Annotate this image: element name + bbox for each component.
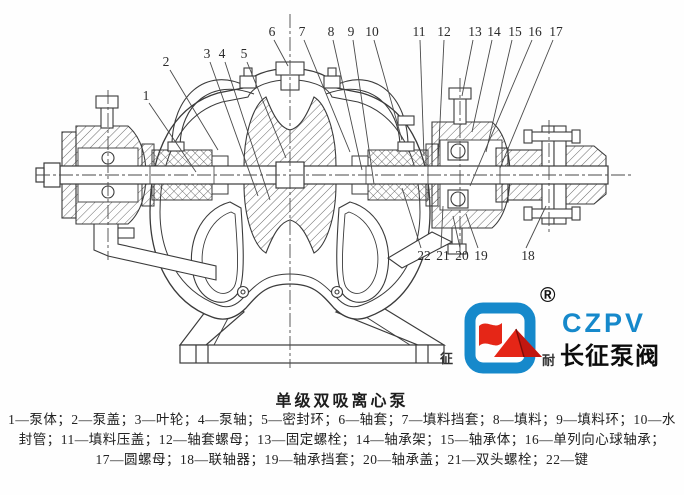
parts-legend: 1—泵体；2—泵盖；3—叶轮；4—泵轴；5—密封环；6—轴套；7—填料挡套；8—… bbox=[0, 410, 684, 470]
callout-13: 13 bbox=[468, 24, 482, 39]
callout-22: 22 bbox=[417, 248, 431, 263]
callout-16: 16 bbox=[528, 24, 542, 39]
callout-15: 15 bbox=[508, 24, 522, 39]
callout-3: 3 bbox=[204, 46, 211, 61]
callout-8: 8 bbox=[328, 24, 335, 39]
callout-1: 1 bbox=[143, 88, 150, 103]
registered-trademark-symbol: ® bbox=[540, 284, 556, 307]
brand-name: 长征泵阀 bbox=[560, 343, 660, 370]
figure-title: 单级双吸离心泵 bbox=[275, 393, 409, 410]
callout-11: 11 bbox=[413, 24, 426, 39]
legend-line-2: 封管；11—填料压盖；12—轴套螺母；13—固定螺栓；14—轴承架；15—轴承体… bbox=[18, 432, 666, 447]
centerlines bbox=[36, 14, 632, 368]
leader-lines bbox=[148, 39, 554, 249]
legend-line-1: 1—泵体；2—泵盖；3—叶轮；4—泵轴；5—密封环；6—轴套；7—填料挡套；8—… bbox=[8, 412, 676, 427]
callout-2: 2 bbox=[163, 54, 170, 69]
callout-21: 21 bbox=[436, 248, 450, 263]
stamp-character-left: 征 bbox=[440, 351, 454, 366]
stamp-character-right: 耐 bbox=[542, 353, 556, 368]
czpv-logo: ® CZPV 长征泵阀 征 耐 bbox=[438, 284, 678, 382]
callout-14: 14 bbox=[487, 24, 501, 39]
impeller bbox=[243, 96, 337, 254]
callout-18: 18 bbox=[521, 248, 535, 263]
callout-5: 5 bbox=[241, 46, 248, 61]
brand-acronym: CZPV bbox=[562, 308, 647, 338]
callout-20: 20 bbox=[455, 248, 469, 263]
callout-7: 7 bbox=[299, 24, 306, 39]
water-seal-pipes bbox=[167, 67, 415, 152]
callout-12: 12 bbox=[437, 24, 451, 39]
callout-17: 17 bbox=[549, 24, 563, 39]
callout-19: 19 bbox=[474, 248, 488, 263]
callout-9: 9 bbox=[348, 24, 355, 39]
callout-10: 10 bbox=[365, 24, 379, 39]
flag-icon bbox=[479, 323, 502, 346]
callout-numbers: 1 2 3 4 5 6 7 8 9 10 11 12 13 14 15 16 1… bbox=[143, 24, 563, 263]
czpv-logo-icon bbox=[464, 302, 542, 374]
callout-6: 6 bbox=[269, 24, 276, 39]
legend-line-3: 17—圆螺母；18—联轴器；19—轴承挡套；20—轴承盖；21—双头螺栓；22—… bbox=[95, 452, 589, 467]
pump-cross-section-diagram: 1 2 3 4 5 6 7 8 9 10 11 12 13 14 15 16 1… bbox=[35, 14, 632, 368]
callout-4: 4 bbox=[219, 46, 226, 61]
